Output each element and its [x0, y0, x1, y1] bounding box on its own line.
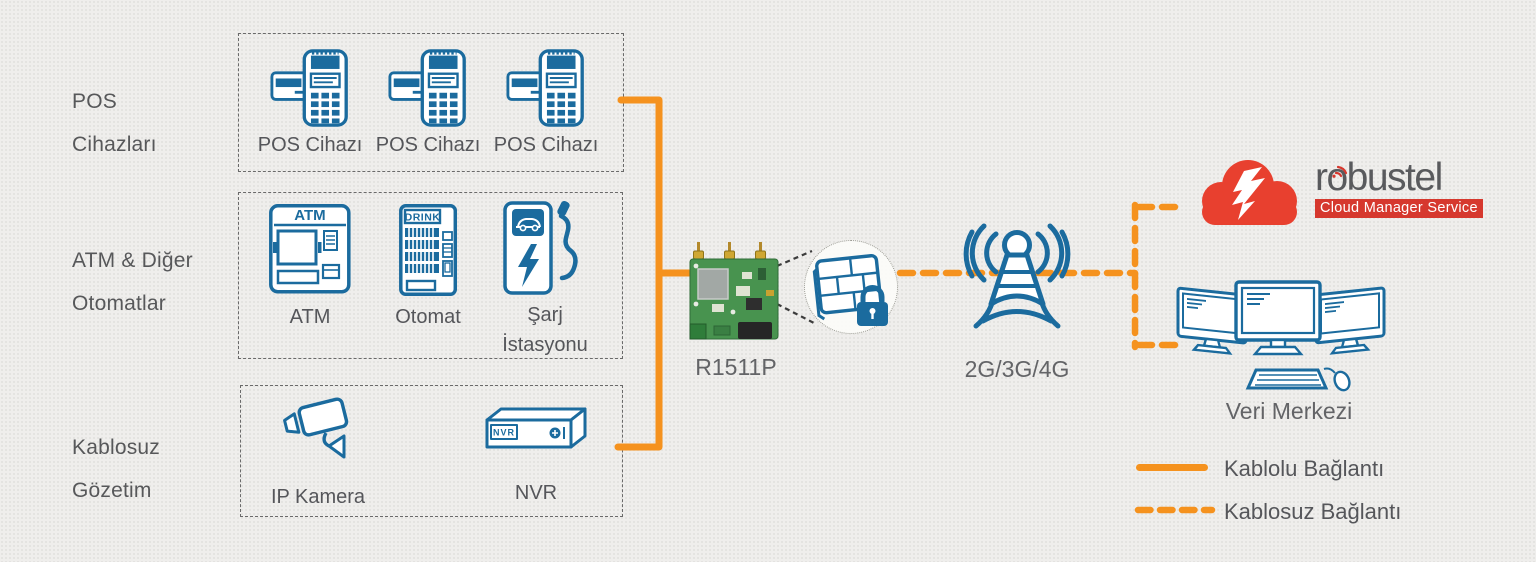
device-item-pos-1: POS Cihazı	[258, 46, 362, 160]
atm-icon: ATM	[269, 204, 351, 294]
legend-solid-line	[1136, 464, 1208, 471]
wired-connection-lines	[614, 96, 701, 451]
group-label-line: Kablosuz	[72, 436, 160, 459]
robustel-brand: robustel Cloud Manager Service	[1315, 158, 1536, 218]
ip-camera-icon	[283, 397, 349, 459]
pos-terminal-icon	[506, 49, 584, 127]
wifi-signal-icon	[1332, 165, 1348, 178]
device-item-atm: ATM ATM	[264, 204, 356, 332]
device-item-nvr: NVR NVR	[482, 406, 590, 508]
device-item-vending: DRINK Otomat	[384, 204, 472, 332]
cloud-node	[1188, 146, 1304, 239]
item-caption: NVR	[514, 482, 558, 504]
surveillance-group-box	[240, 385, 623, 517]
vending-machine-icon: DRINK	[399, 204, 457, 296]
item-caption: Otomat	[395, 306, 461, 328]
item-caption: ATM	[289, 306, 331, 328]
group-label-pos: POS Cihazları	[72, 80, 157, 166]
legend-dashed-line	[1134, 506, 1216, 514]
datacenter-label: Veri Merkezi	[1225, 398, 1353, 424]
device-item-pos-2: POS Cihazı	[376, 46, 480, 160]
brand-banner: Cloud Manager Service	[1315, 199, 1483, 218]
group-label-line: Cihazları	[72, 133, 157, 156]
nvr-icon: NVR	[485, 407, 587, 449]
vending-icon-text: DRINK	[405, 212, 441, 224]
cellular-label: 2G/3G/4G	[964, 356, 1070, 382]
nvr-icon-text: NVR	[493, 428, 515, 438]
robustel-cloud-logo	[1202, 160, 1297, 225]
group-label-line: ATM & Diğer	[72, 249, 193, 272]
cellular-tower-node	[950, 220, 1084, 339]
item-caption: POS Cihazı	[257, 134, 363, 156]
item-caption: POS Cihazı	[493, 134, 599, 156]
device-item-ev-charger: Şarj İstasyonu	[496, 200, 594, 360]
item-caption-line: Şarj	[527, 304, 563, 326]
group-label-surveillance: Kablosuz Gözetim	[72, 426, 160, 512]
device-item-pos-3: POS Cihazı	[494, 46, 598, 160]
firewall-lock-icon	[812, 254, 888, 326]
atm-icon-text: ATM	[294, 207, 325, 224]
pos-terminal-icon	[270, 49, 348, 127]
brand-wordmark: robustel	[1315, 156, 1443, 199]
router-pcb-image	[689, 242, 779, 340]
workstations-icon	[1176, 280, 1386, 392]
router-label: R1511P	[695, 354, 777, 380]
datacenter-node	[1172, 278, 1406, 405]
ev-charging-station-icon	[503, 200, 578, 295]
legend-wireless-label: Kablosuz Bağlantı	[1224, 499, 1402, 524]
device-item-ip-camera: IP Kamera	[266, 396, 370, 512]
pos-terminal-icon	[388, 49, 466, 127]
group-label-line: POS	[72, 90, 117, 113]
item-caption: Şarj İstasyonu	[502, 300, 588, 360]
radio-tower-icon	[963, 223, 1071, 329]
item-caption: POS Cihazı	[375, 134, 481, 156]
antenna-connectors	[693, 242, 766, 260]
security-callout-circle	[804, 240, 898, 334]
legend-wired-label: Kablolu Bağlantı	[1224, 456, 1385, 481]
item-caption-line: İstasyonu	[502, 334, 588, 356]
group-label-line: Otomatlar	[72, 292, 166, 315]
group-label-line: Gözetim	[72, 479, 152, 502]
router-node	[688, 242, 782, 351]
item-caption: IP Kamera	[270, 486, 366, 508]
group-label-atm: ATM & Diğer Otomatlar	[72, 239, 193, 325]
robustel-mark	[1232, 167, 1265, 220]
